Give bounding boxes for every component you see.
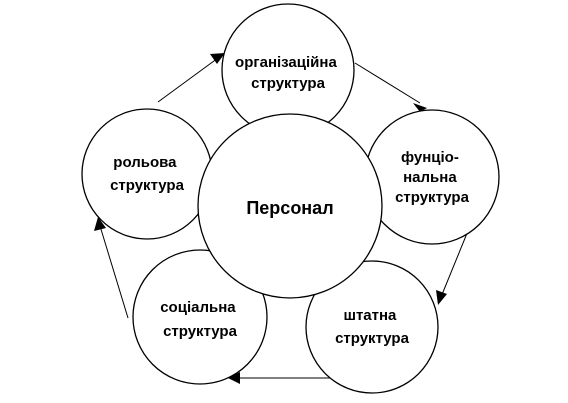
node-social-label: соціальна структура <box>160 299 240 340</box>
node-social: соціальна структура <box>132 249 268 385</box>
node-social-circle <box>132 249 268 385</box>
arrow-social-to-role <box>94 217 129 319</box>
node-role: рольова структура <box>81 108 213 240</box>
center-node: Персонал <box>197 113 383 299</box>
arrow-role-to-org <box>157 53 225 103</box>
node-func: фунціо- нальна структура <box>364 109 500 245</box>
arrow-func-to-staff <box>436 225 471 305</box>
arrow-org-to-func <box>354 62 427 112</box>
node-func-label: фунціо- нальна структура <box>395 149 470 206</box>
node-staff-label: штатна структура <box>335 307 410 347</box>
cycle-arrows <box>94 53 471 384</box>
node-role-circle <box>81 108 213 240</box>
arrow-staff-to-social <box>228 372 330 384</box>
node-role-label: рольова структура <box>110 154 185 194</box>
node-org-label: організаційна структура <box>235 54 341 92</box>
center-label: Персонал <box>246 198 333 218</box>
node-staff-circle <box>305 260 439 394</box>
center-circle <box>197 113 383 299</box>
node-staff: штатна структура <box>305 260 439 394</box>
